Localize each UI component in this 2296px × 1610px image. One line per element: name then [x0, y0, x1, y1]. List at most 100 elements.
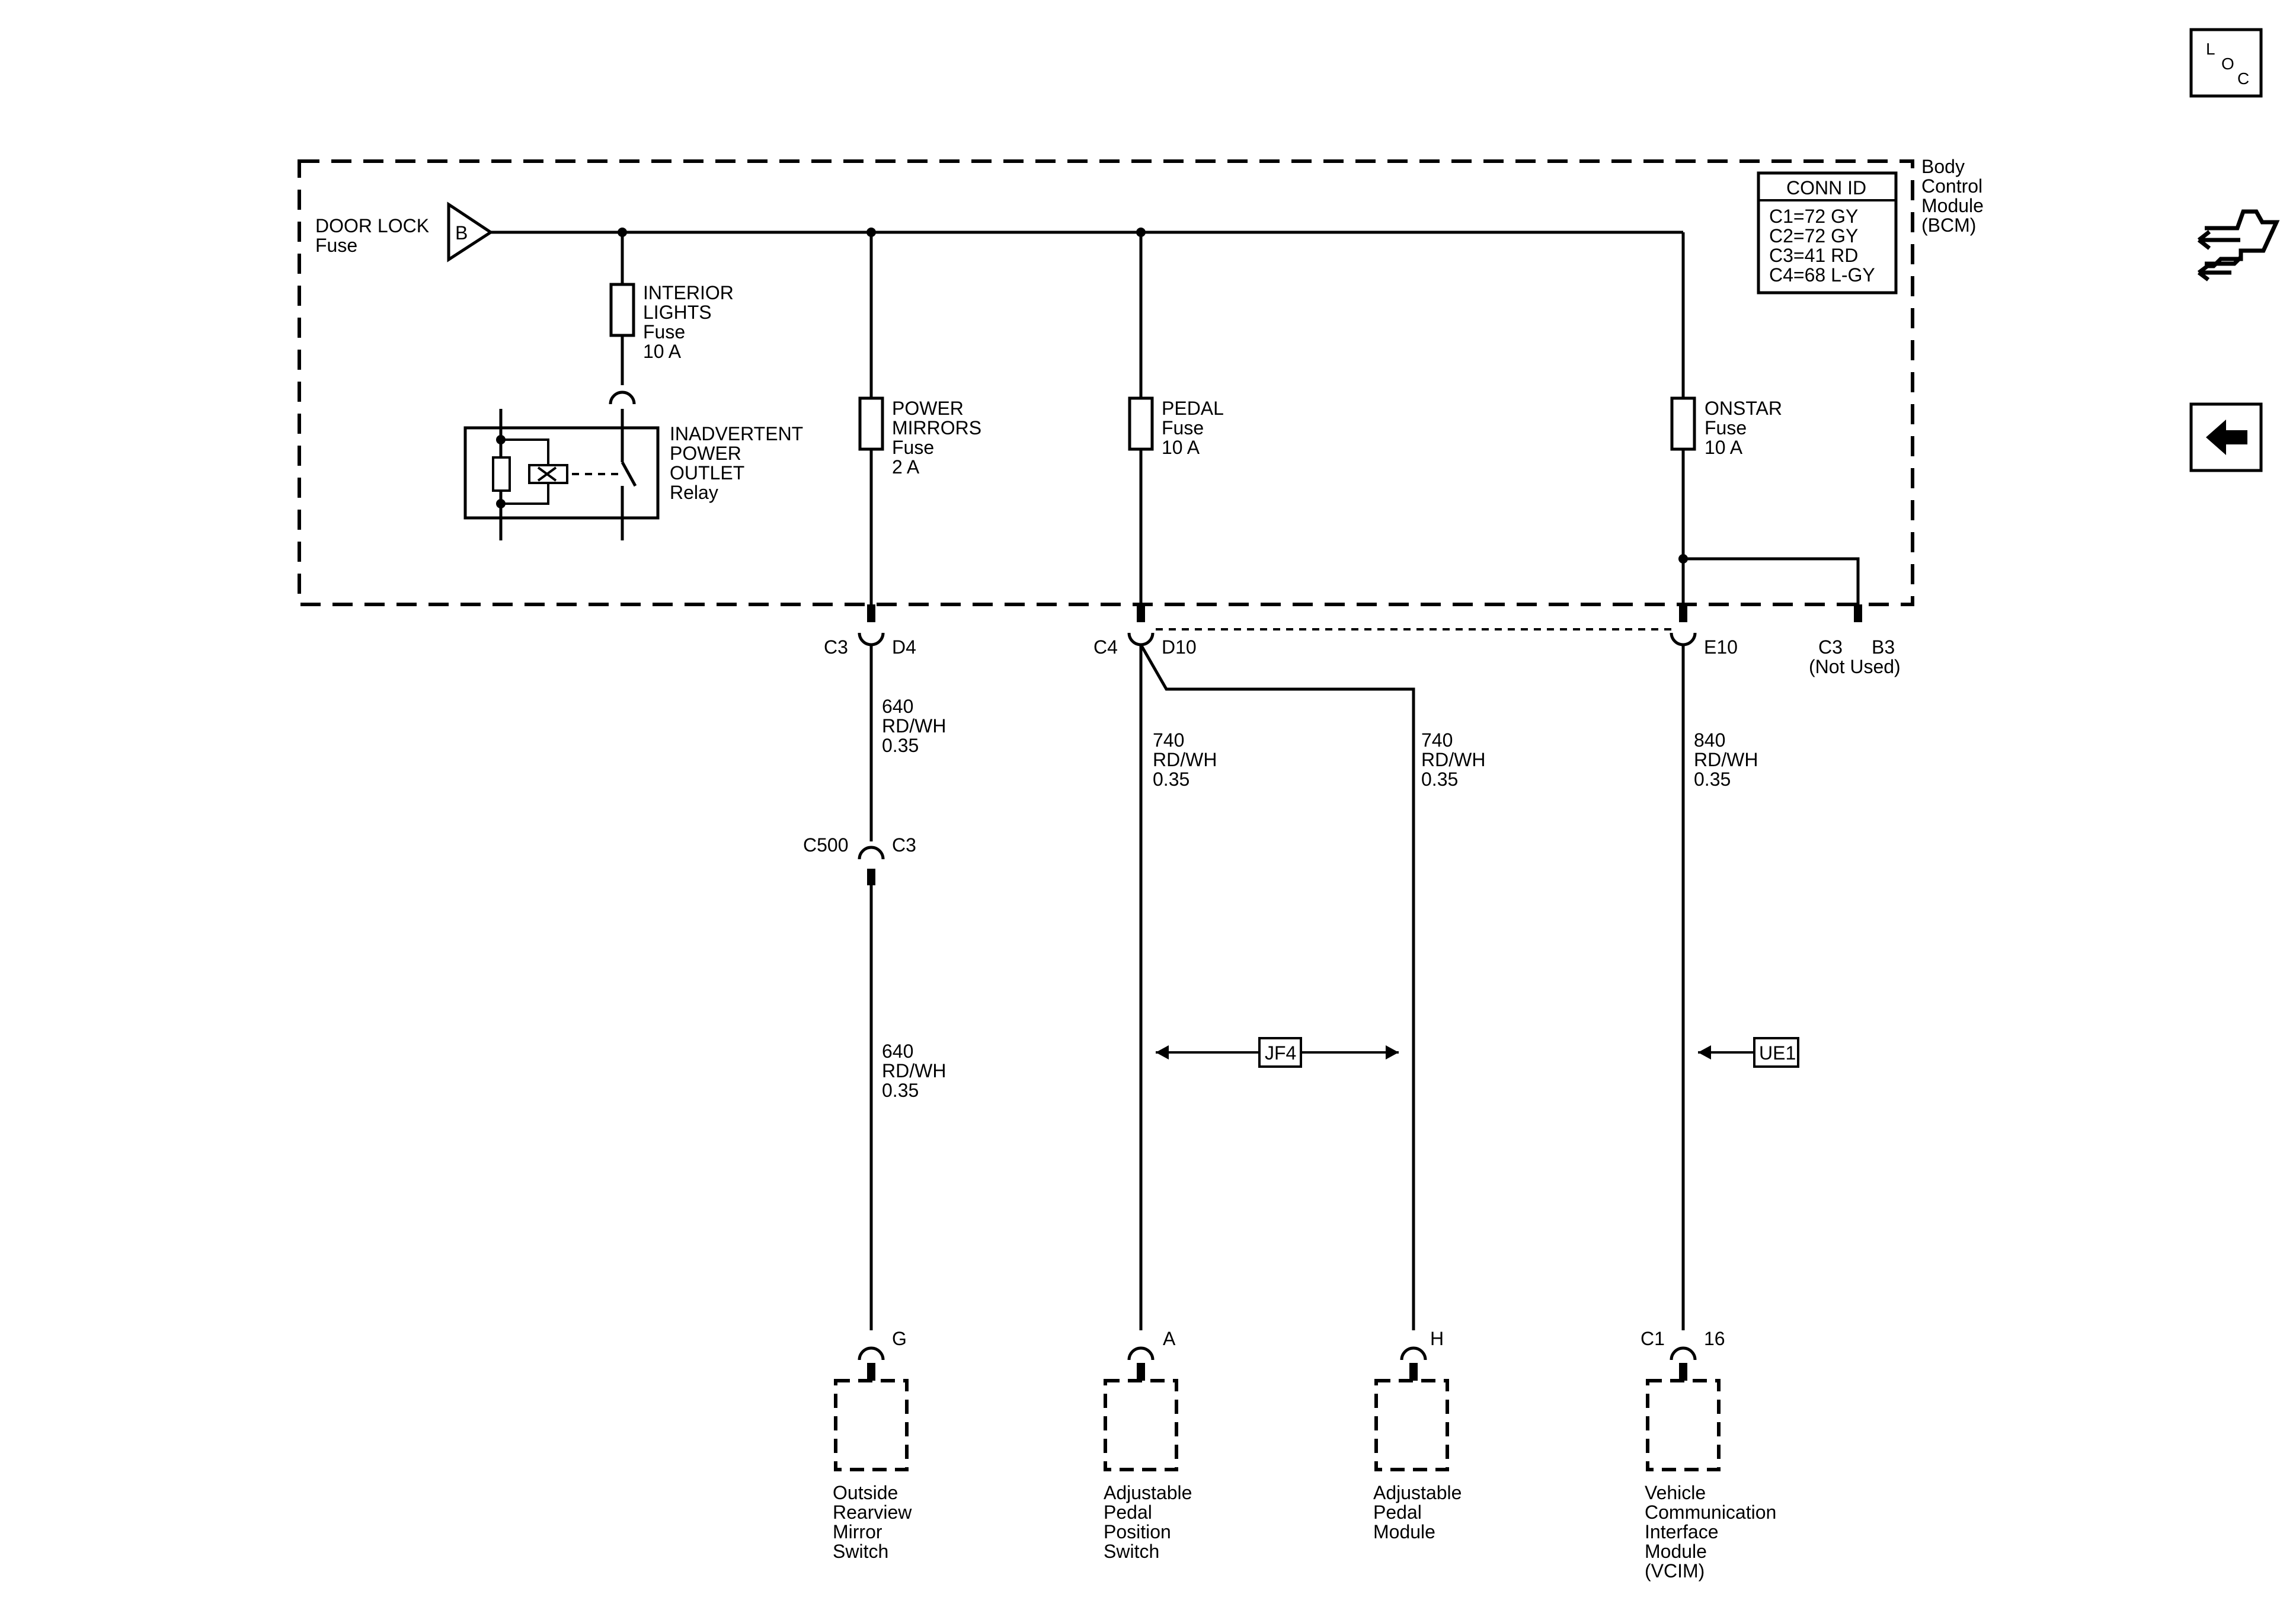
svg-text:LIGHTS: LIGHTS	[643, 302, 712, 323]
svg-text:Mirror: Mirror	[833, 1521, 882, 1542]
svg-text:0.35: 0.35	[882, 735, 919, 756]
power-mirrors-fuse	[858, 396, 884, 451]
svg-text:Position: Position	[1104, 1521, 1171, 1542]
wire-740-b: 740 RD/WH 0.35	[1421, 729, 1485, 790]
svg-text:POWER: POWER	[892, 398, 964, 419]
svg-text:Adjustable: Adjustable	[1373, 1482, 1462, 1503]
svg-text:INADVERTENT: INADVERTENT	[670, 423, 803, 444]
interior-lights-fuse	[609, 283, 635, 337]
pin-h: H	[1430, 1328, 1444, 1349]
inadvertent-power-outlet-relay	[463, 409, 660, 540]
onstar-fuse	[1670, 396, 1696, 451]
svg-text:640: 640	[882, 696, 913, 717]
wire-840: 840 RD/WH 0.35	[1694, 729, 1758, 790]
not-used-label: (Not Used)	[1809, 656, 1901, 677]
pin-16: 16	[1704, 1328, 1725, 1349]
relay-label: INADVERTENT POWER OUTLET Relay	[670, 423, 803, 503]
svg-text:RD/WH: RD/WH	[882, 1060, 946, 1081]
wire-740-a: 740 RD/WH 0.35	[1153, 729, 1217, 790]
svg-text:PEDAL: PEDAL	[1162, 398, 1224, 419]
loc-letter-l: L	[2206, 40, 2215, 58]
door-lock-fuse-source: DOOR LOCK Fuse B	[315, 201, 494, 263]
pedal-fuse-label: PEDAL Fuse 10 A	[1162, 398, 1224, 458]
svg-text:RD/WH: RD/WH	[1421, 749, 1485, 770]
svg-text:Module: Module	[1373, 1521, 1435, 1542]
wire-640-lower: 640 RD/WH 0.35	[882, 1041, 946, 1101]
svg-text:(VCIM): (VCIM)	[1645, 1560, 1705, 1582]
power-mirrors-fuse-label: POWER MIRRORS Fuse 2 A	[892, 398, 981, 478]
vcim-label: Vehicle Communication Interface Module (…	[1645, 1482, 1776, 1582]
svg-text:(BCM): (BCM)	[1921, 215, 1976, 236]
pin-g: G	[892, 1328, 907, 1349]
svg-text:Adjustable: Adjustable	[1104, 1482, 1192, 1503]
svg-text:840: 840	[1694, 729, 1725, 751]
connector-c3-not-used: C3	[1818, 636, 1843, 658]
svg-text:10 A: 10 A	[1162, 437, 1200, 458]
svg-text:Switch: Switch	[833, 1541, 888, 1562]
conn-id-c2: C2=72 GY	[1769, 225, 1858, 247]
svg-text:Module: Module	[1645, 1541, 1707, 1562]
connector-b3: B3	[1872, 636, 1895, 658]
conn-id-c1: C1=72 GY	[1769, 206, 1858, 227]
svg-text:MIRRORS: MIRRORS	[892, 417, 981, 438]
bcm-enclosure	[298, 159, 1914, 606]
loc-button[interactable]: L O C	[2189, 28, 2263, 98]
svg-text:10 A: 10 A	[643, 341, 682, 362]
svg-text:Switch: Switch	[1104, 1541, 1159, 1562]
svg-text:Interface: Interface	[1645, 1521, 1719, 1542]
svg-text:Pedal: Pedal	[1104, 1502, 1152, 1523]
svg-text:Fuse: Fuse	[1162, 417, 1204, 438]
conn-id-c4: C4=68 L-GY	[1769, 264, 1875, 286]
svg-text:Pedal: Pedal	[1373, 1502, 1422, 1523]
svg-text:Module: Module	[1921, 195, 1984, 216]
back-arrow-icon	[2206, 420, 2247, 455]
conn-id-title: CONN ID	[1786, 177, 1866, 199]
svg-text:0.35: 0.35	[1421, 769, 1458, 790]
svg-text:POWER: POWER	[670, 443, 741, 464]
conn-id-table: CONN ID C1=72 GY C2=72 GY C3=41 RD C4=68…	[1757, 171, 1898, 295]
connector-c4: C4	[1093, 636, 1118, 658]
svg-text:INTERIOR: INTERIOR	[643, 282, 734, 303]
svg-text:Communication: Communication	[1645, 1502, 1776, 1523]
pedal-position-switch-box	[1104, 1379, 1178, 1471]
pin-a: A	[1163, 1328, 1176, 1349]
connector-swap-icon[interactable]	[2197, 209, 2280, 281]
mirror-switch-box	[834, 1379, 909, 1471]
jf4-reference[interactable]: JF4	[1156, 1037, 1399, 1068]
svg-text:0.35: 0.35	[882, 1080, 919, 1101]
svg-text:Fuse: Fuse	[892, 437, 934, 458]
ue1-reference[interactable]: UE1	[1698, 1037, 1799, 1068]
svg-text:Fuse: Fuse	[1705, 417, 1747, 438]
connector-d4: D4	[892, 636, 916, 658]
back-button[interactable]	[2189, 402, 2263, 472]
svg-text:RD/WH: RD/WH	[882, 715, 946, 737]
loc-letter-o: O	[2221, 55, 2234, 73]
connector-c3: C3	[824, 636, 848, 658]
svg-text:Body: Body	[1921, 156, 1965, 177]
svg-text:Vehicle: Vehicle	[1645, 1482, 1706, 1503]
ue1-label: UE1	[1759, 1042, 1796, 1064]
svg-text:Fuse: Fuse	[643, 321, 685, 343]
jf4-label: JF4	[1265, 1042, 1296, 1064]
wire-640-upper: 640 RD/WH 0.35	[882, 696, 946, 756]
svg-text:Fuse: Fuse	[315, 235, 357, 256]
svg-text:640: 640	[882, 1041, 913, 1062]
svg-text:2 A: 2 A	[892, 456, 920, 478]
svg-text:740: 740	[1421, 729, 1453, 751]
onstar-fuse-label: ONSTAR Fuse 10 A	[1705, 398, 1782, 458]
svg-text:ONSTAR: ONSTAR	[1705, 398, 1782, 419]
svg-text:OUTLET: OUTLET	[670, 462, 744, 484]
source-terminal: B	[455, 222, 468, 244]
svg-text:0.35: 0.35	[1153, 769, 1189, 790]
svg-text:RD/WH: RD/WH	[1153, 749, 1217, 770]
adjustable-pedal-position-switch-label: Adjustable Pedal Position Switch	[1104, 1482, 1192, 1562]
svg-text:740: 740	[1153, 729, 1184, 751]
outside-rearview-mirror-switch-label: Outside Rearview Mirror Switch	[833, 1482, 912, 1562]
svg-text:10 A: 10 A	[1705, 437, 1743, 458]
svg-text:Control: Control	[1921, 175, 1982, 197]
connector-c1: C1	[1641, 1328, 1665, 1349]
svg-text:RD/WH: RD/WH	[1694, 749, 1758, 770]
connector-c500-c3: C3	[892, 834, 916, 856]
pedal-module-box	[1374, 1379, 1449, 1471]
